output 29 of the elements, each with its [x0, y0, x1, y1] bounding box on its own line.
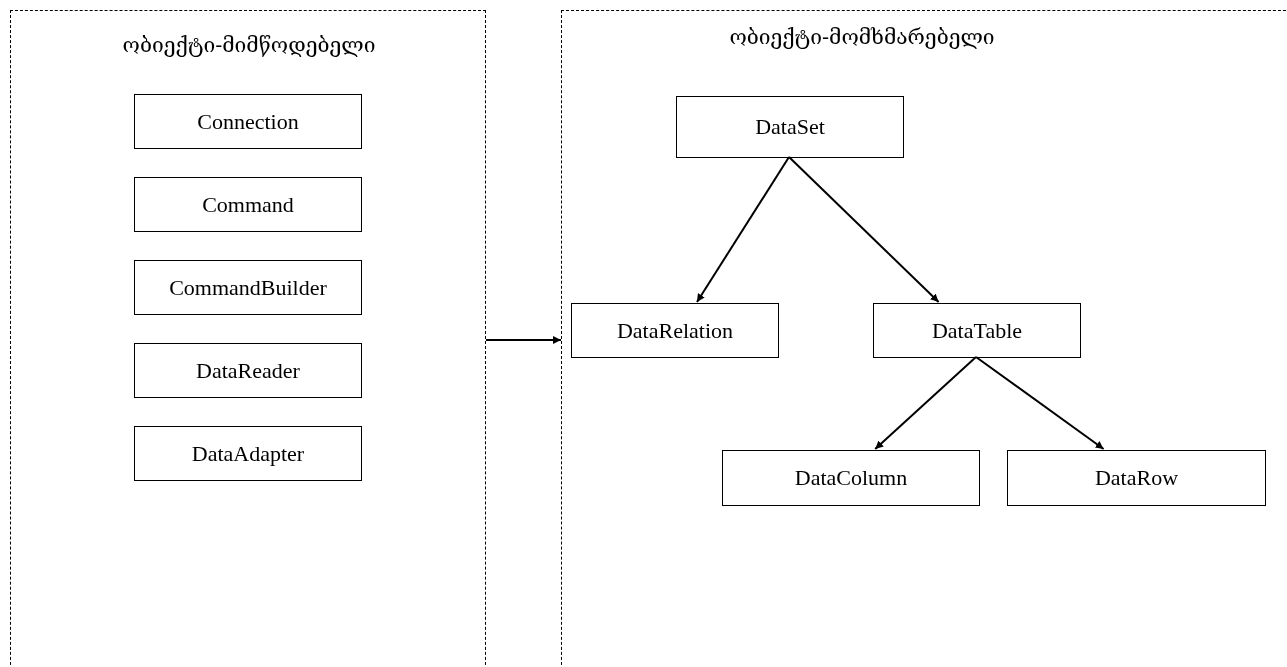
class-box — [134, 343, 362, 398]
group-heading: ობიექტი-მიმწოდებელი — [121, 32, 377, 59]
class-name: DataAdapter — [191, 440, 305, 467]
class-box — [1007, 450, 1266, 506]
group-heading: ობიექტი-მომხმარებელი — [728, 24, 996, 51]
class-box — [134, 260, 362, 315]
class-box — [134, 426, 362, 481]
class-name: DataColumn — [794, 465, 908, 491]
class-name: DataTable — [931, 317, 1023, 344]
class-name: Command — [202, 191, 294, 218]
arrow — [874, 356, 977, 450]
arrow — [788, 156, 940, 303]
class-name: DataRow — [1094, 465, 1179, 491]
group-container — [561, 10, 1287, 667]
class-name: Connection — [197, 108, 299, 135]
arrow — [975, 356, 1105, 450]
class-name: DataReader — [196, 357, 300, 384]
arrow — [485, 336, 562, 344]
class-box — [134, 177, 362, 232]
class-name: DataSet — [755, 114, 825, 140]
class-name: DataRelation — [616, 317, 734, 344]
class-box — [134, 94, 362, 149]
class-box — [571, 303, 779, 358]
class-box — [873, 303, 1081, 358]
class-box — [676, 96, 904, 158]
arrow — [696, 156, 790, 303]
group-container — [10, 10, 486, 667]
class-box — [722, 450, 980, 506]
class-name: CommandBuilder — [169, 274, 327, 301]
